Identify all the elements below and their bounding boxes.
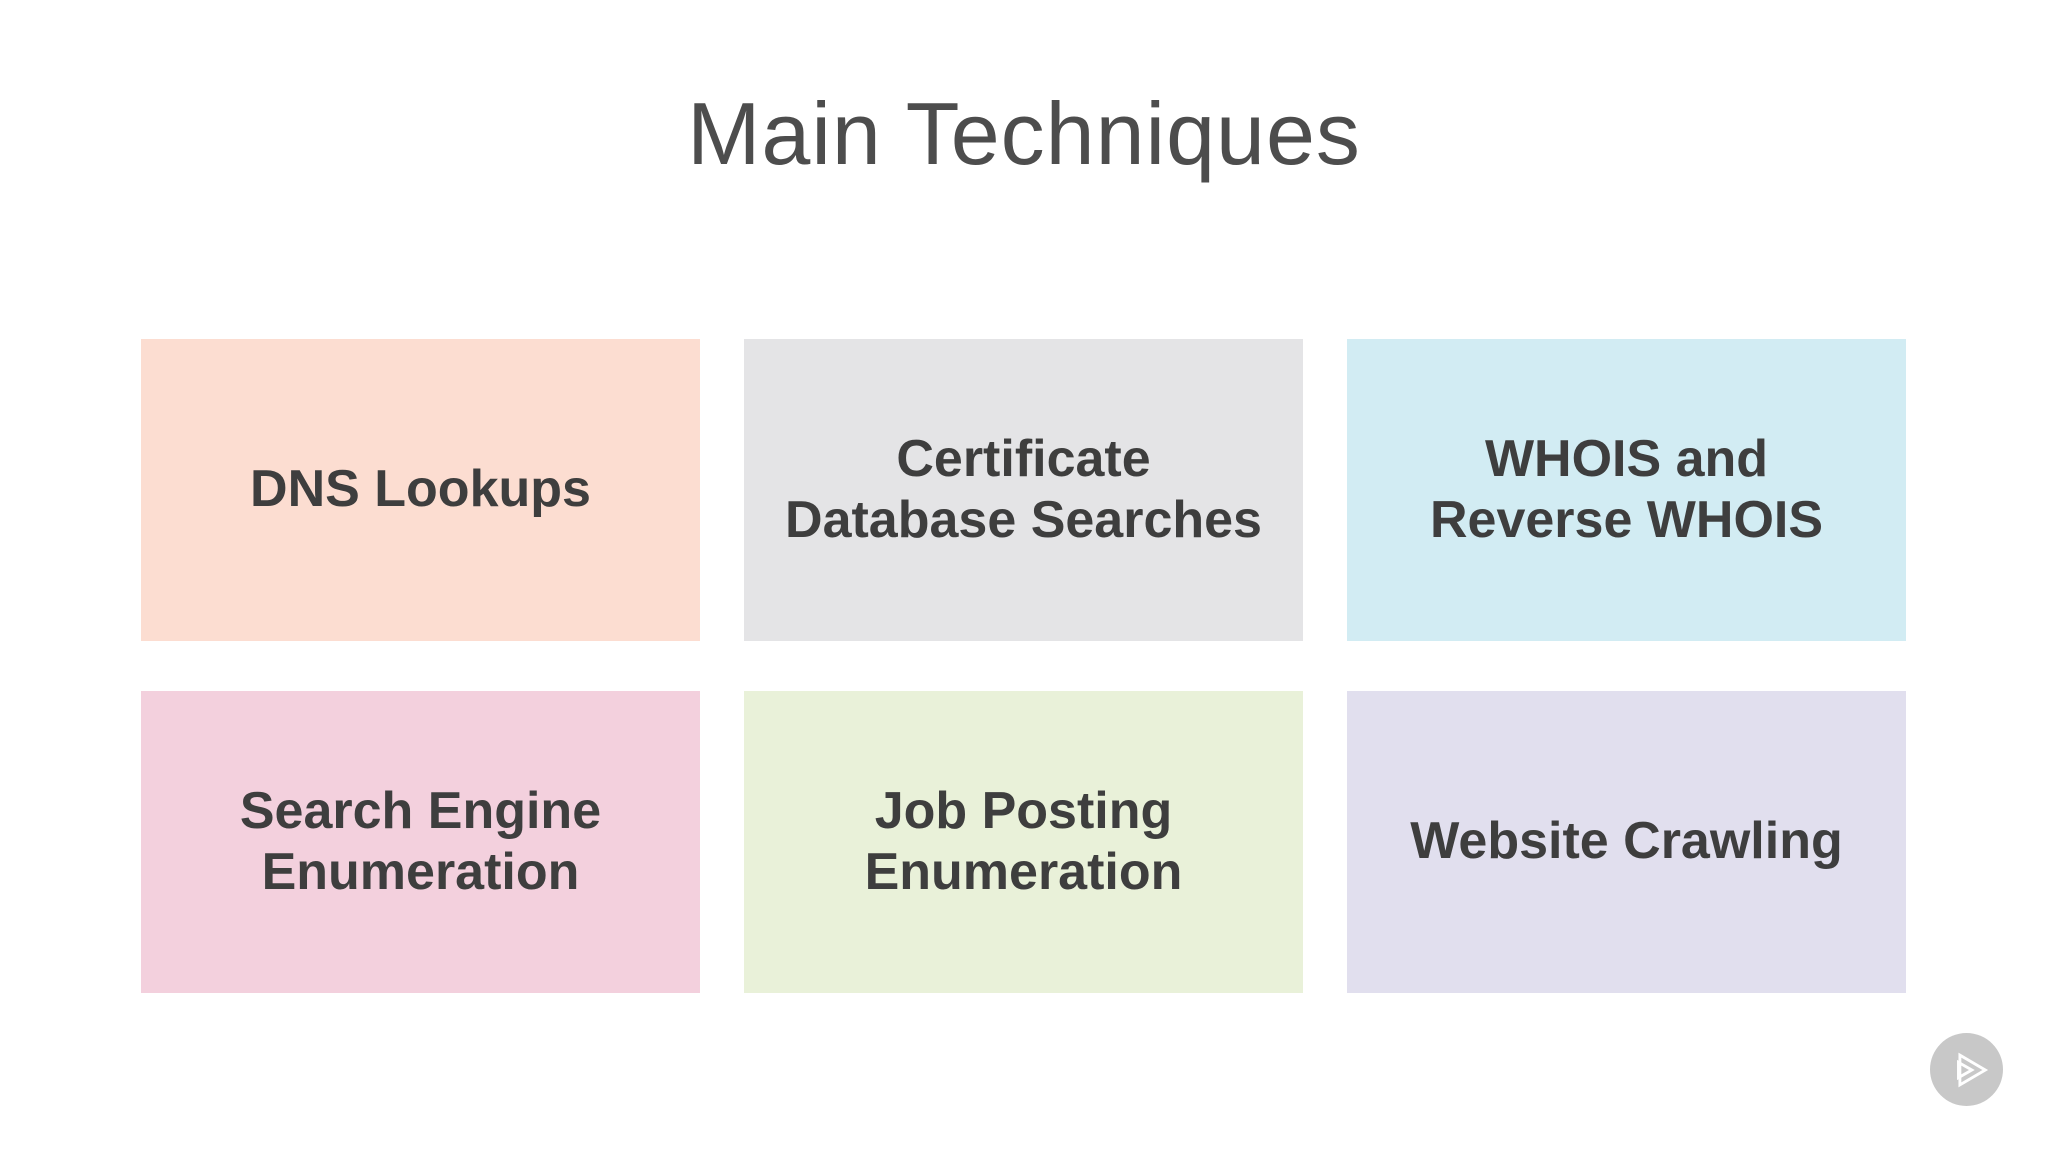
pluralsight-logo-badge	[1930, 1033, 2003, 1106]
pluralsight-play-icon	[1956, 1052, 1988, 1087]
technique-card-whois-and-reverse-whois: WHOIS and Reverse WHOIS	[1347, 339, 1906, 641]
technique-card-label: Job Posting Enumeration	[864, 781, 1183, 901]
technique-card-label: DNS Lookups	[250, 460, 591, 519]
technique-card-search-engine-enumeration: Search Engine Enumeration	[141, 691, 700, 993]
technique-card-certificate-database-searches: Certificate Database Searches	[744, 339, 1303, 641]
technique-card-dns-lookups: DNS Lookups	[141, 339, 700, 641]
techniques-grid: DNS Lookups Certificate Database Searche…	[141, 339, 1906, 993]
page-title: Main Techniques	[687, 84, 1361, 183]
technique-card-label: WHOIS and Reverse WHOIS	[1429, 429, 1824, 549]
technique-card-website-crawling: Website Crawling	[1347, 691, 1906, 993]
technique-card-label: Certificate Database Searches	[785, 429, 1262, 549]
technique-card-label: Search Engine Enumeration	[239, 781, 602, 901]
technique-card-job-posting-enumeration: Job Posting Enumeration	[744, 691, 1303, 993]
technique-card-label: Website Crawling	[1410, 812, 1843, 871]
